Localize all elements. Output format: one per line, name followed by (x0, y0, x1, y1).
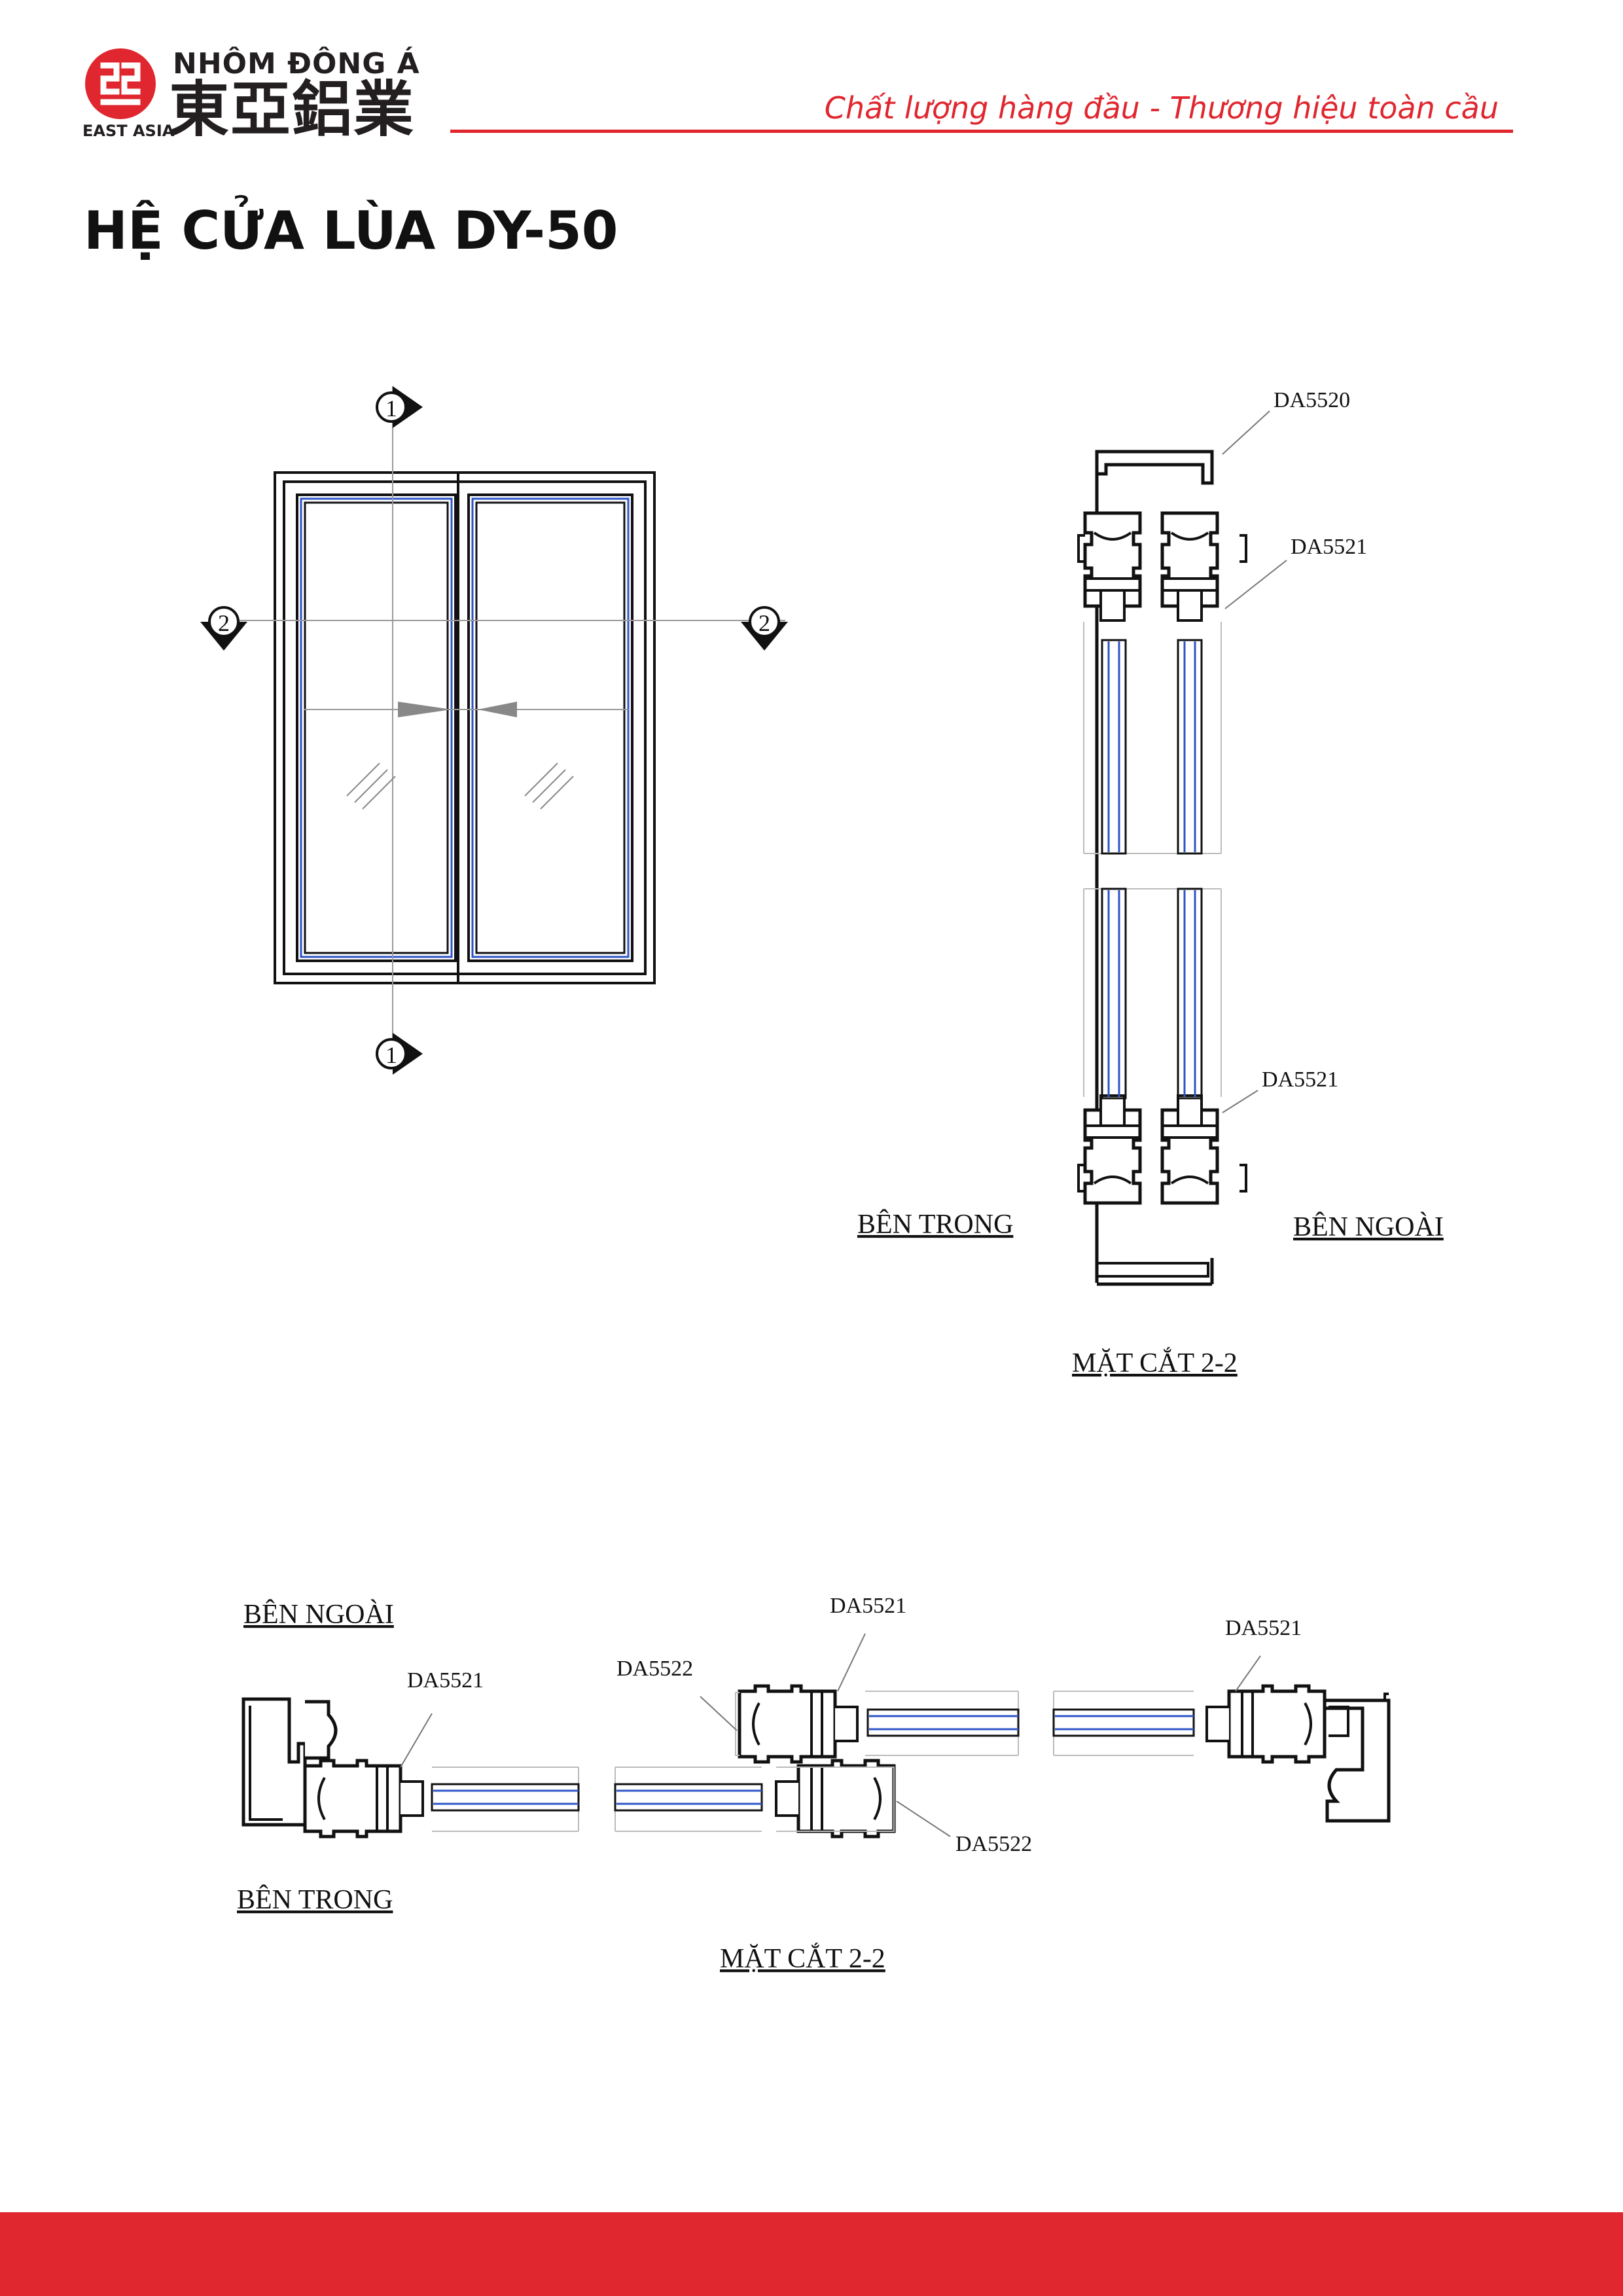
section-marker-1-bottom: 1 (376, 1033, 423, 1075)
profile-code-da5521-left: DA5521 (407, 1668, 484, 1693)
brand-slogan: Chất lượng hàng đầu - Thương hiệu toàn c… (824, 90, 1499, 126)
profile-code-da5522-upper: DA5522 (616, 1657, 693, 1681)
header-divider (450, 130, 1513, 133)
section-caption: MẶT CẮT 2-2 (720, 1943, 885, 1974)
svg-text:1: 1 (385, 395, 397, 422)
section-caption: MẶT CẮT 2-2 (1072, 1347, 1238, 1378)
svg-text:1: 1 (385, 1042, 397, 1068)
page-title: HỆ CỬA LÙA DY-50 (84, 200, 618, 261)
vertical-section: DA5520 DA5521 DA5521 BÊN TRONG BÊN NGOÀI… (857, 388, 1444, 1378)
horizontal-section: BÊN NGOÀI BÊN TRONG MẶT CẮT 2-2 (237, 1594, 1391, 1974)
profile-code-da5521-right: DA5521 (1225, 1616, 1302, 1640)
svg-text:2: 2 (218, 610, 230, 636)
right-sash (467, 493, 633, 962)
outside-label: BÊN NGOÀI (1293, 1211, 1444, 1242)
glass-section-3 (865, 1691, 1020, 1756)
profile-code-da5521-upper: DA5521 (1291, 535, 1367, 559)
right-frame-jamb (1323, 1693, 1391, 1823)
section-marker-1-top: 1 (376, 386, 423, 428)
section-marker-2-right: 2 (741, 606, 788, 651)
brand-name-en: EAST ASIA (82, 122, 175, 140)
left-sash (296, 493, 457, 962)
brand-name-cn: 東亞鋁業 (169, 75, 416, 145)
profile-code-da5521-lower: DA5521 (1262, 1067, 1338, 1092)
profile-code-da5520: DA5520 (1274, 388, 1350, 412)
footer-bar (0, 2212, 1623, 2296)
page-header: NHÔM ĐÔNG Á 東亞鋁業 EAST ASIA Chất lượng hà… (0, 0, 1623, 151)
profile-code-da5521-middle: DA5521 (830, 1594, 906, 1618)
glass-section-4 (1052, 1691, 1195, 1756)
slide-arrow-left-icon (478, 702, 517, 717)
left-frame-jamb (241, 1697, 338, 1827)
section-marker-2-left: 2 (200, 606, 247, 651)
outside-label: BÊN NGOÀI (243, 1599, 394, 1630)
inside-label: BÊN TRONG (237, 1884, 393, 1915)
glass-pane-right (1177, 639, 1203, 1100)
east-asia-logo-icon (85, 48, 156, 119)
window-elevation: 1 1 2 2 (200, 386, 788, 1075)
slide-arrow-right-icon (398, 702, 452, 717)
glass-pane-left (1101, 639, 1127, 1100)
glass-section-2 (614, 1767, 763, 1832)
profile-code-da5522-lower: DA5522 (955, 1832, 1032, 1856)
svg-text:2: 2 (758, 610, 770, 636)
glass-section-1 (431, 1767, 580, 1832)
inside-label: BÊN TRONG (857, 1209, 1013, 1240)
brand-name-vn: NHÔM ĐÔNG Á (173, 47, 420, 81)
